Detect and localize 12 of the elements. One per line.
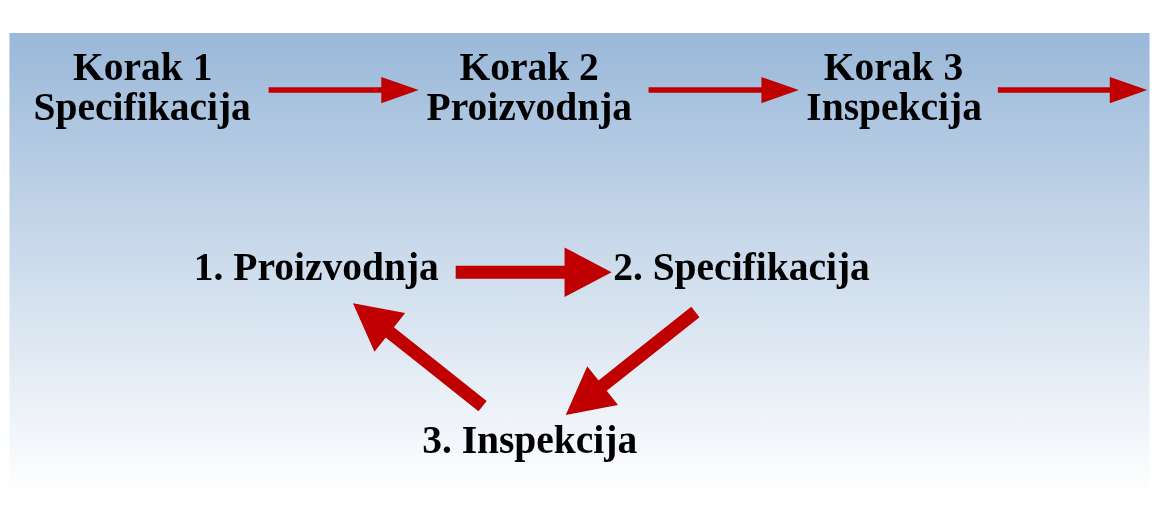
arrow	[352, 302, 487, 411]
node-text: Korak 1 Specifikacija	[33, 44, 251, 128]
node-text: Korak 3 Inspekcija	[805, 44, 982, 128]
node-text: 3. Inspekcija	[421, 417, 637, 462]
node-text: Korak 2 Proizvodnja	[426, 44, 632, 128]
node-text: 2. Specifikacija	[612, 244, 870, 289]
arrow	[565, 306, 699, 415]
arrow	[455, 247, 612, 297]
arrow	[648, 76, 799, 103]
arrow	[997, 76, 1147, 103]
node-text: 1. Proizvodnja	[193, 244, 439, 289]
arrow	[268, 76, 419, 103]
